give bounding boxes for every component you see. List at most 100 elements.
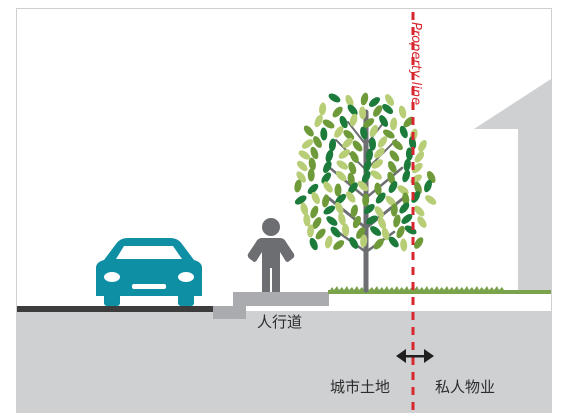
leaf xyxy=(348,161,357,175)
leaf xyxy=(323,160,332,174)
leaf xyxy=(424,179,432,193)
leaf xyxy=(335,193,347,205)
leaf xyxy=(363,159,372,173)
leaf xyxy=(388,181,398,193)
leaf xyxy=(345,191,356,203)
leaf xyxy=(323,205,336,215)
leaf xyxy=(382,104,394,114)
leaf xyxy=(401,214,413,224)
sidewalk-label: 人行道 xyxy=(257,313,303,331)
leaf xyxy=(398,105,407,119)
leaf xyxy=(334,126,344,138)
leaf xyxy=(320,127,328,141)
leaf xyxy=(335,170,347,182)
leaf xyxy=(382,129,395,139)
leaf xyxy=(389,150,400,162)
leaf xyxy=(384,94,395,106)
leaf xyxy=(314,114,323,128)
grass xyxy=(328,286,551,294)
leaf xyxy=(323,181,333,193)
leaf xyxy=(414,181,422,195)
leaf xyxy=(400,238,408,252)
ground xyxy=(17,311,551,412)
leaf xyxy=(363,118,375,128)
house-icon xyxy=(474,79,551,290)
leaf xyxy=(399,202,410,214)
leaf xyxy=(374,147,385,159)
leaf xyxy=(347,104,358,116)
leaf xyxy=(328,138,337,152)
leaf xyxy=(388,236,399,248)
leaf xyxy=(307,224,315,238)
leaf xyxy=(296,171,307,183)
tree-foliage xyxy=(294,92,437,252)
leaf xyxy=(359,106,367,120)
leaf xyxy=(322,119,335,129)
leaf xyxy=(333,240,345,250)
leaf xyxy=(348,182,358,194)
leaf xyxy=(390,117,398,131)
leaf xyxy=(399,125,408,139)
private-property-label: 私人物业 xyxy=(435,378,496,396)
leaf xyxy=(362,193,370,207)
leaf xyxy=(387,161,397,173)
leaf xyxy=(405,147,413,161)
city-land-label: 城市土地 xyxy=(330,378,391,396)
leaf xyxy=(332,106,343,118)
leaf xyxy=(338,149,351,159)
road xyxy=(17,306,214,312)
leaf xyxy=(370,170,382,180)
leaf xyxy=(385,195,396,207)
leaf xyxy=(373,238,384,250)
leaf xyxy=(336,160,349,170)
leaf xyxy=(338,212,346,226)
leaf xyxy=(339,115,348,129)
leaf xyxy=(425,195,437,205)
leaf xyxy=(319,102,327,116)
leaf xyxy=(366,215,378,225)
leaf xyxy=(322,194,330,208)
leaf xyxy=(350,204,358,218)
property-line-label: Property line xyxy=(408,22,423,106)
leaf xyxy=(392,139,403,151)
leaf xyxy=(349,113,358,127)
leaf xyxy=(368,137,377,151)
leaf xyxy=(368,97,381,107)
leaf xyxy=(418,139,427,153)
leaf xyxy=(414,151,425,163)
leaf xyxy=(414,205,425,217)
leaf xyxy=(393,214,401,228)
leaf xyxy=(311,191,320,205)
leaf xyxy=(310,146,319,160)
curb-steps xyxy=(213,292,329,319)
leaf xyxy=(414,237,424,249)
leaf xyxy=(361,171,371,183)
leaf xyxy=(349,237,359,249)
leaf xyxy=(360,234,368,248)
leaf xyxy=(312,217,322,229)
leaf xyxy=(390,203,398,217)
leaf xyxy=(313,136,322,148)
leaf xyxy=(360,126,368,140)
leaf xyxy=(300,202,309,216)
car-icon xyxy=(96,238,202,306)
leaf xyxy=(403,158,411,172)
leaf xyxy=(307,183,319,195)
leaf xyxy=(374,182,382,196)
leaf xyxy=(365,148,373,162)
leaf xyxy=(296,160,308,172)
leaf xyxy=(360,92,369,106)
leaf xyxy=(303,213,311,227)
leaf xyxy=(374,206,384,218)
leaf xyxy=(301,139,314,149)
leaf xyxy=(328,93,341,103)
leaf xyxy=(369,124,378,138)
leaf xyxy=(326,216,338,226)
leaf xyxy=(298,150,311,160)
leaf xyxy=(342,223,350,237)
leaf xyxy=(330,226,341,238)
leaf xyxy=(403,116,414,128)
leaf xyxy=(352,140,363,152)
leaf xyxy=(371,159,383,169)
